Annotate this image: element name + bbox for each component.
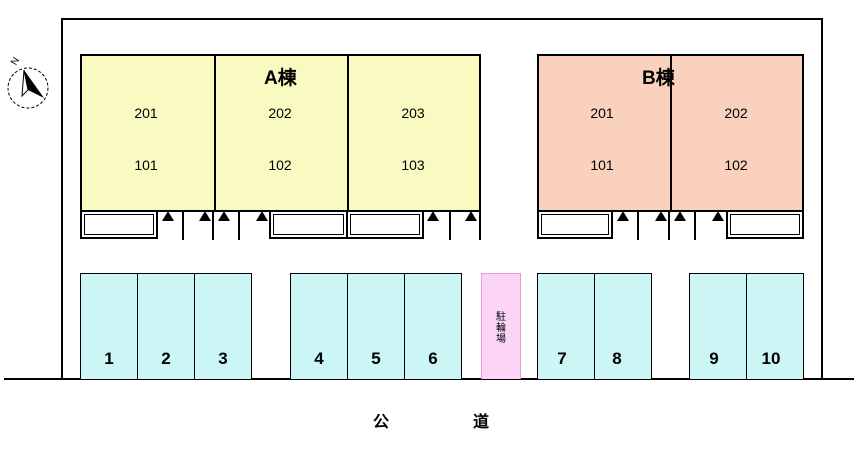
railing: [637, 210, 639, 240]
parking-space-6: 6: [404, 273, 462, 379]
parking-space-2: 2: [137, 273, 195, 379]
room-b-201: 201: [590, 105, 614, 121]
parking-space-4: 4: [290, 273, 348, 379]
parking-space-5: 5: [347, 273, 405, 379]
compass: N: [4, 56, 50, 112]
building-a-divider: [347, 56, 349, 210]
parking-space-number: 1: [104, 349, 114, 368]
building-b-divider: [670, 56, 672, 210]
building-a: [80, 54, 481, 212]
room-a-102: 102: [268, 157, 292, 173]
parking-space-number: 4: [314, 349, 324, 368]
road-edge: [4, 378, 854, 380]
building-b: [537, 54, 804, 212]
room-a-103: 103: [401, 157, 425, 173]
entrance-marker-icon: [256, 211, 268, 221]
step-a-102: [269, 210, 348, 239]
entrance-marker-icon: [465, 211, 477, 221]
parking-space-8: 8: [594, 273, 652, 379]
parking-space-number: 7: [557, 349, 567, 368]
parking-space-1: 1: [80, 273, 138, 379]
step-a-103: [346, 210, 424, 239]
parking-space-9: 9: [689, 273, 747, 379]
room-a-201: 201: [134, 105, 158, 121]
railing: [694, 210, 696, 240]
site-boundary: [61, 18, 823, 380]
parking-space-number: 10: [761, 349, 781, 368]
building-a-title: A棟: [264, 68, 297, 89]
parking-space-number: 2: [161, 349, 171, 368]
parking-space-3: 3: [194, 273, 252, 379]
bike-parking-label: 駐輪場: [496, 312, 506, 345]
railing: [479, 210, 481, 240]
railing: [212, 210, 214, 240]
building-b-title: B棟: [642, 68, 675, 89]
entrance-marker-icon: [674, 211, 686, 221]
parking-space-number: 6: [428, 349, 438, 368]
parking-space-10: 10: [746, 273, 804, 379]
bike-parking: 駐輪場: [481, 273, 521, 379]
entrance-marker-icon: [162, 211, 174, 221]
parking-space-number: 9: [709, 349, 719, 368]
room-a-203: 203: [401, 105, 425, 121]
building-a-divider: [214, 56, 216, 210]
railing: [449, 210, 451, 240]
room-a-101: 101: [134, 157, 158, 173]
entrance-marker-icon: [712, 211, 724, 221]
room-b-202: 202: [724, 105, 748, 121]
step-b-101: [537, 210, 613, 239]
road-label-char: 道: [473, 414, 490, 431]
railing: [668, 210, 670, 240]
step-a-101: [80, 210, 158, 239]
railing: [182, 210, 184, 240]
room-b-101: 101: [590, 157, 614, 173]
road-label-char: 公: [373, 414, 390, 431]
parking-space-number: 8: [612, 349, 622, 368]
railing: [238, 210, 240, 240]
entrance-marker-icon: [655, 211, 667, 221]
parking-space-number: 5: [371, 349, 381, 368]
entrance-marker-icon: [617, 211, 629, 221]
entrance-marker-icon: [427, 211, 439, 221]
room-b-102: 102: [724, 157, 748, 173]
parking-space-7: 7: [537, 273, 595, 379]
step-b-102: [726, 210, 804, 239]
compass-north-icon: [7, 67, 49, 109]
room-a-202: 202: [268, 105, 292, 121]
entrance-marker-icon: [199, 211, 211, 221]
entrance-marker-icon: [218, 211, 230, 221]
parking-space-number: 3: [218, 349, 228, 368]
